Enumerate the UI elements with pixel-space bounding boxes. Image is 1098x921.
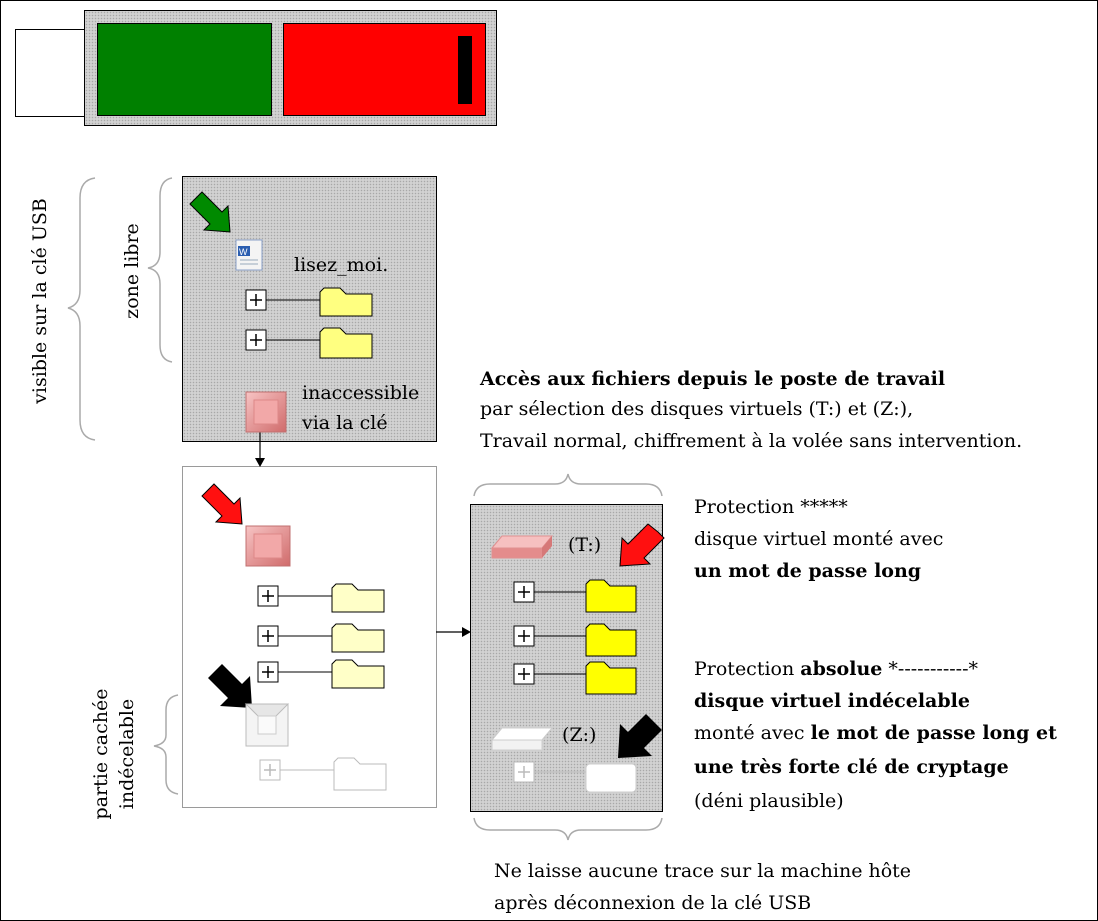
footer-line2: après déconnexion de la clé USB	[494, 892, 812, 914]
brace-top-drives	[473, 473, 663, 497]
pink-volume-icon	[245, 391, 287, 433]
brace-visible	[67, 177, 96, 441]
label-hidden-part-line1: partie cachée	[90, 688, 112, 820]
brace-hidden	[153, 694, 179, 795]
protection-z-line1-c: *-----------*	[882, 658, 979, 680]
svg-text:W: W	[239, 247, 248, 257]
label-hidden-part-line2: indécelable	[116, 698, 138, 810]
protection-z-line5: (déni plausible)	[694, 790, 844, 812]
brace-bottom-drives	[473, 817, 663, 841]
drive-t-tree-row-3	[513, 661, 637, 695]
pink-volume-icon-hidden	[245, 525, 291, 567]
arrow-right-head	[462, 627, 471, 637]
drive-z-tree-row-faint	[513, 761, 637, 793]
black-arrow-drive-z-icon	[618, 714, 662, 758]
hidden-tree-row-1	[257, 583, 385, 613]
access-title: Accès aux fichiers depuis le poste de tr…	[480, 368, 946, 390]
footer-line1: Ne laisse aucune trace sur la machine hô…	[494, 860, 912, 882]
usb-free-zone-block	[97, 23, 272, 116]
protection-z-line1-a: Protection	[694, 658, 801, 680]
drive-t-tree-row-1	[513, 579, 637, 613]
word-document-icon: W	[235, 239, 263, 271]
label-hidden-part: partie cachée indécelable	[88, 674, 140, 834]
hidden-tree-row-3	[257, 659, 385, 689]
inaccessible-line1: inaccessible	[302, 382, 420, 404]
pink-drive-t-icon	[490, 535, 554, 559]
protection-z-line4: une très forte clé de cryptage	[694, 756, 1009, 778]
black-arrow-icon	[208, 664, 252, 708]
protection-z-line3-a: monté avec	[694, 722, 811, 744]
inaccessible-line2: via la clé	[302, 412, 388, 434]
protection-t-line2: disque virtuel monté avec	[694, 528, 944, 550]
access-line2: Travail normal, chiffrement à la volée s…	[480, 430, 1023, 452]
drive-t-tree-row-2	[513, 623, 637, 657]
label-visible-usb: visible sur la clé USB	[29, 198, 51, 404]
drive-z-label: (Z:)	[562, 724, 597, 746]
usb-led	[458, 36, 472, 104]
red-arrow-drive-t-icon	[619, 523, 665, 567]
protection-z-line2: disque virtuel indécelable	[694, 690, 970, 712]
protection-z-line1-b: absolue	[800, 658, 883, 680]
protection-z-line3-b: le mot de passe long et	[810, 722, 1057, 744]
brace-free-zone	[147, 177, 173, 363]
white-drive-z-icon	[490, 727, 554, 751]
readme-filename: lisez_moi.	[294, 254, 389, 276]
red-arrow-icon	[201, 483, 243, 525]
hidden-tree-row-2	[257, 623, 385, 653]
protection-z-line3: monté avec le mot de passe long et	[694, 720, 1057, 746]
green-arrow-icon	[189, 191, 231, 233]
label-free-zone: zone libre	[121, 223, 143, 319]
usb-hidden-zone-block	[283, 23, 486, 116]
free-tree-row-1	[245, 287, 373, 317]
protection-z-line1: Protection absolue *-----------*	[694, 656, 978, 682]
arrow-down-head	[255, 458, 265, 467]
access-line1: par sélection des disques virtuels (T:) …	[480, 398, 914, 420]
protection-t-line3: un mot de passe long	[694, 560, 922, 582]
hidden-tree-row-faint	[259, 757, 387, 791]
white-volume-icon-hidden	[244, 703, 290, 747]
usb-connector	[15, 29, 87, 117]
drive-t-label: (T:)	[568, 534, 602, 556]
free-tree-row-2	[245, 327, 373, 359]
protection-t-line1: Protection *****	[694, 496, 848, 518]
